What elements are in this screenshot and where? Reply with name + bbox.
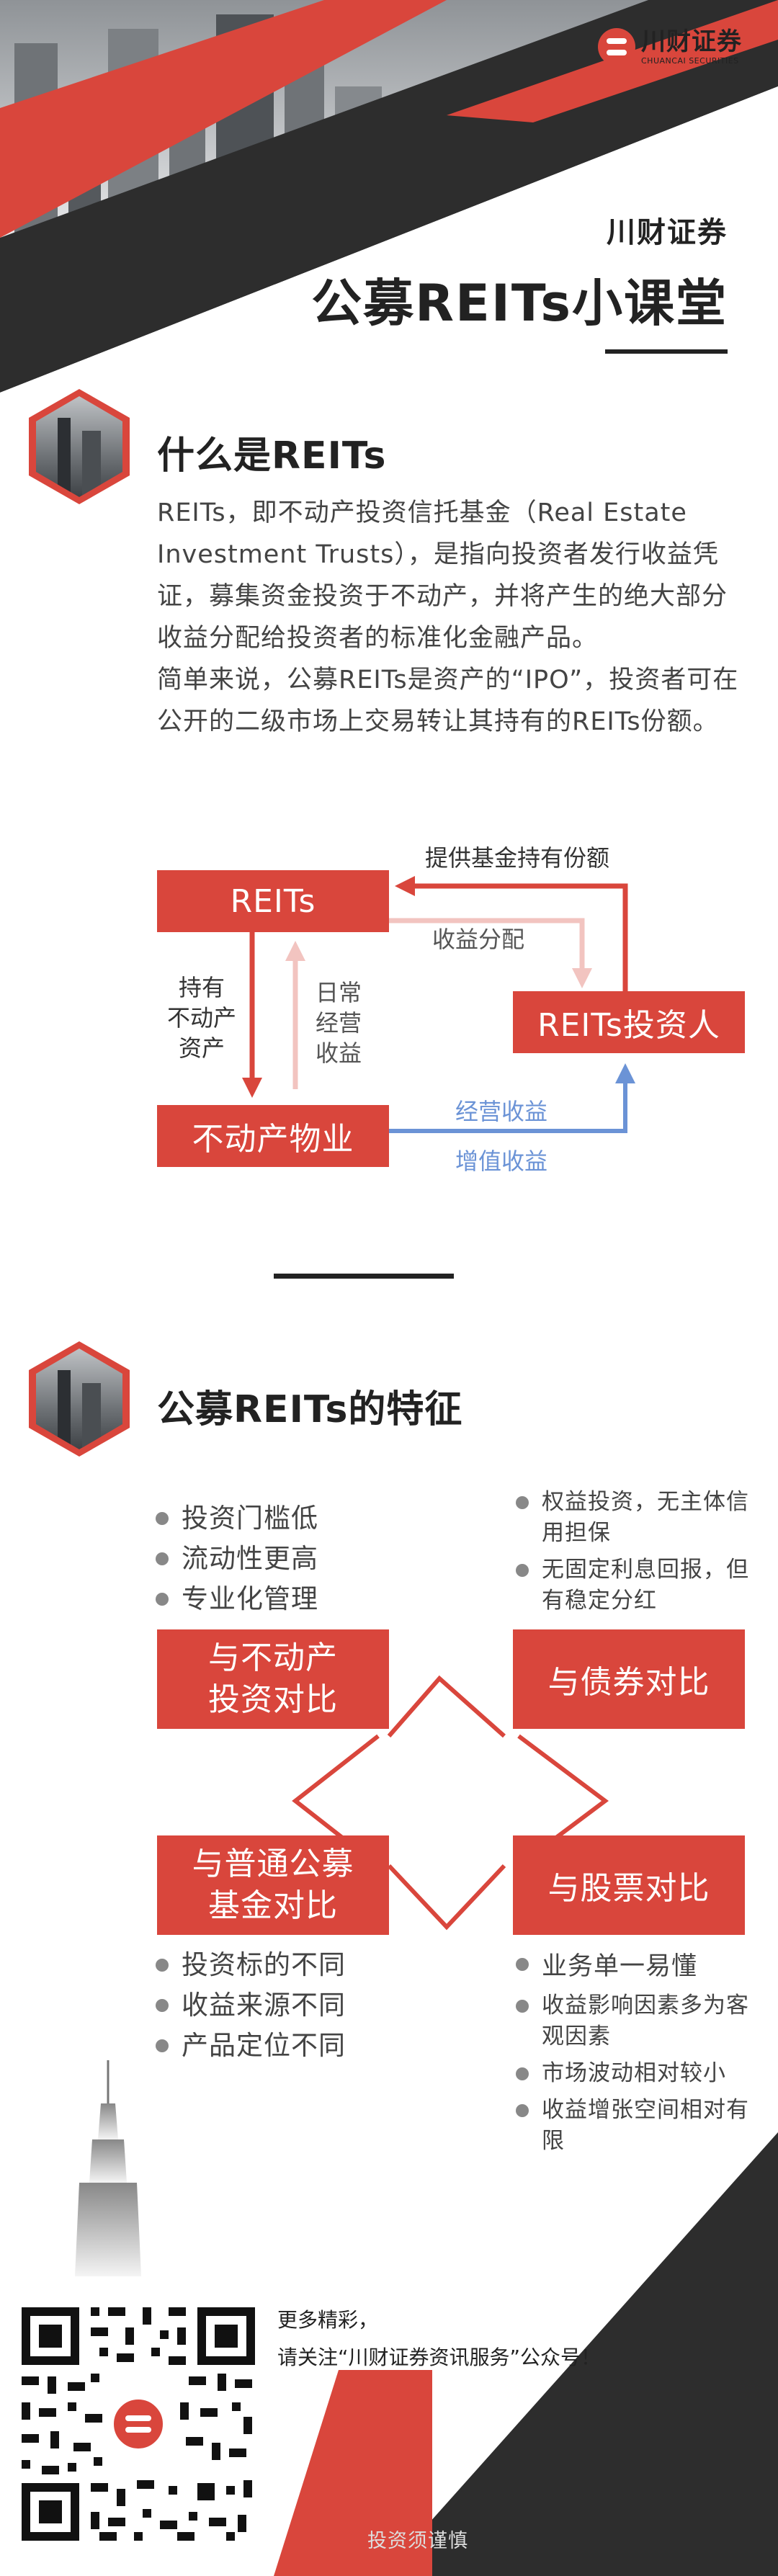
follow-line-1: 更多精彩， xyxy=(277,2308,379,2332)
section-hex-image xyxy=(29,389,130,504)
label-hold-assets: 持有 不动产 资产 xyxy=(166,974,236,1062)
qr-code xyxy=(16,2302,261,2546)
company-logo: 川财证券 CHUANCAI SECURITIES xyxy=(598,25,764,68)
section-divider xyxy=(274,1274,454,1279)
list-item: 无固定利息回报，但有稳定分红 xyxy=(513,1555,758,1616)
box-real-estate: 不动产物业 xyxy=(157,1105,389,1167)
qr-logo-icon xyxy=(109,2395,167,2453)
list-item: 专业化管理 xyxy=(153,1579,318,1619)
stock-points: 业务单一易懂 收益影响因素多为客观因素 市场波动相对较小 收益增张空间相对有限 xyxy=(513,1949,758,2163)
logo-name: 川财证券 xyxy=(641,27,742,56)
section-title-what-is-reits: 什么是REITs xyxy=(157,434,387,478)
reits-flow-arrows xyxy=(242,876,635,1133)
real-estate-points: 投资门槛低 流动性更高 专业化管理 xyxy=(153,1498,318,1619)
list-item: 收益来源不同 xyxy=(153,1985,346,2026)
follow-prompt: 更多精彩， 请关注“川财证券资讯服务”公众号！ xyxy=(277,2302,601,2376)
title-underline xyxy=(605,349,728,354)
list-item: 投资标的不同 xyxy=(153,1945,346,1985)
list-item: 收益影响因素多为客观因素 xyxy=(513,1990,758,2052)
bond-points: 权益投资，无主体信用担保 无固定利息回报，但有稳定分红 xyxy=(513,1487,758,1622)
tower-illustration xyxy=(75,2060,141,2276)
section-title-features: 公募REITs的特征 xyxy=(157,1388,463,1431)
list-item: 产品定位不同 xyxy=(153,2026,346,2066)
label-daily-income: 日常 经营 收益 xyxy=(316,979,362,1067)
box-vs-bond: 与债券对比 xyxy=(513,1629,745,1729)
brand-name: 川财证券 xyxy=(607,216,728,249)
box-reits-investor: REITs投资人 xyxy=(513,991,745,1053)
label-dividend: 收益分配 xyxy=(432,926,525,953)
logo-icon xyxy=(598,28,635,66)
list-item: 权益投资，无主体信用担保 xyxy=(513,1487,758,1549)
public-fund-points: 投资标的不同 收益来源不同 产品定位不同 xyxy=(153,1945,346,2066)
reits-summary-text: 简单来说，公募REITs是资产的“IPO”，投资者可在公开的二级市场上交易转让其… xyxy=(157,666,739,736)
box-vs-real-estate: 与不动产投资对比 xyxy=(157,1629,389,1729)
list-item: 收益增张空间相对有限 xyxy=(513,2095,758,2157)
box-vs-stock: 与股票对比 xyxy=(513,1835,745,1935)
logo-english-name: CHUANCAI SECURITIES xyxy=(641,55,739,66)
list-item: 流动性更高 xyxy=(153,1539,318,1579)
label-appreciation-income: 增值收益 xyxy=(455,1148,548,1175)
section-hex-image-2 xyxy=(29,1341,130,1457)
label-provide-shares: 提供基金持有份额 xyxy=(425,844,610,872)
list-item: 市场波动相对较小 xyxy=(513,2058,758,2089)
box-reits: REITs xyxy=(157,870,389,932)
page-title: 公募REITs小课堂 xyxy=(311,274,728,333)
box-vs-public-fund: 与普通公募基金对比 xyxy=(157,1835,389,1935)
reits-definition-text: REITs，即不动产投资信托基金（Real Estate Investment … xyxy=(157,498,728,653)
list-item: 投资门槛低 xyxy=(153,1498,318,1539)
risk-disclaimer: 投资须谨慎 xyxy=(367,2530,468,2552)
list-item: 业务单一易懂 xyxy=(513,1949,758,1985)
follow-line-2: 请关注“川财证券资讯服务”公众号！ xyxy=(277,2345,602,2369)
label-operating-income: 经营收益 xyxy=(455,1098,548,1125)
